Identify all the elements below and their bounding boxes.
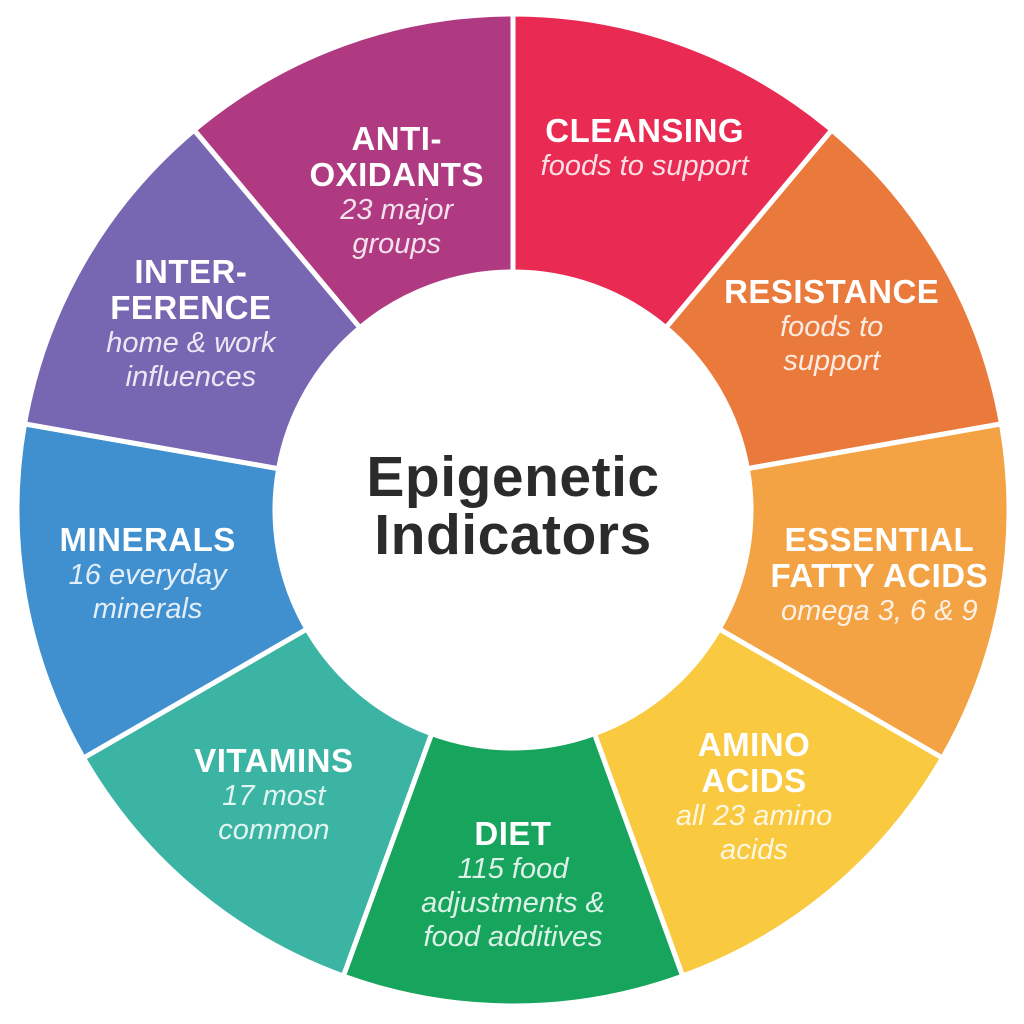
chart-title-line-1: Epigenetic — [366, 445, 660, 509]
segment-minerals — [14, 420, 311, 762]
segment-amino-acids — [591, 625, 946, 980]
chart-title-line-2: Indicators — [374, 503, 652, 567]
segment-diet — [340, 730, 686, 1009]
segment-interference — [21, 126, 364, 472]
segment-essential-fatty-acids — [715, 420, 1012, 762]
segment-cleansing — [510, 11, 836, 332]
segment-resistance — [662, 126, 1005, 472]
segment-vitamins — [80, 625, 435, 980]
chart-center-title: Epigenetic Indicators — [366, 448, 659, 564]
segment-anti-oxidants — [190, 11, 516, 332]
